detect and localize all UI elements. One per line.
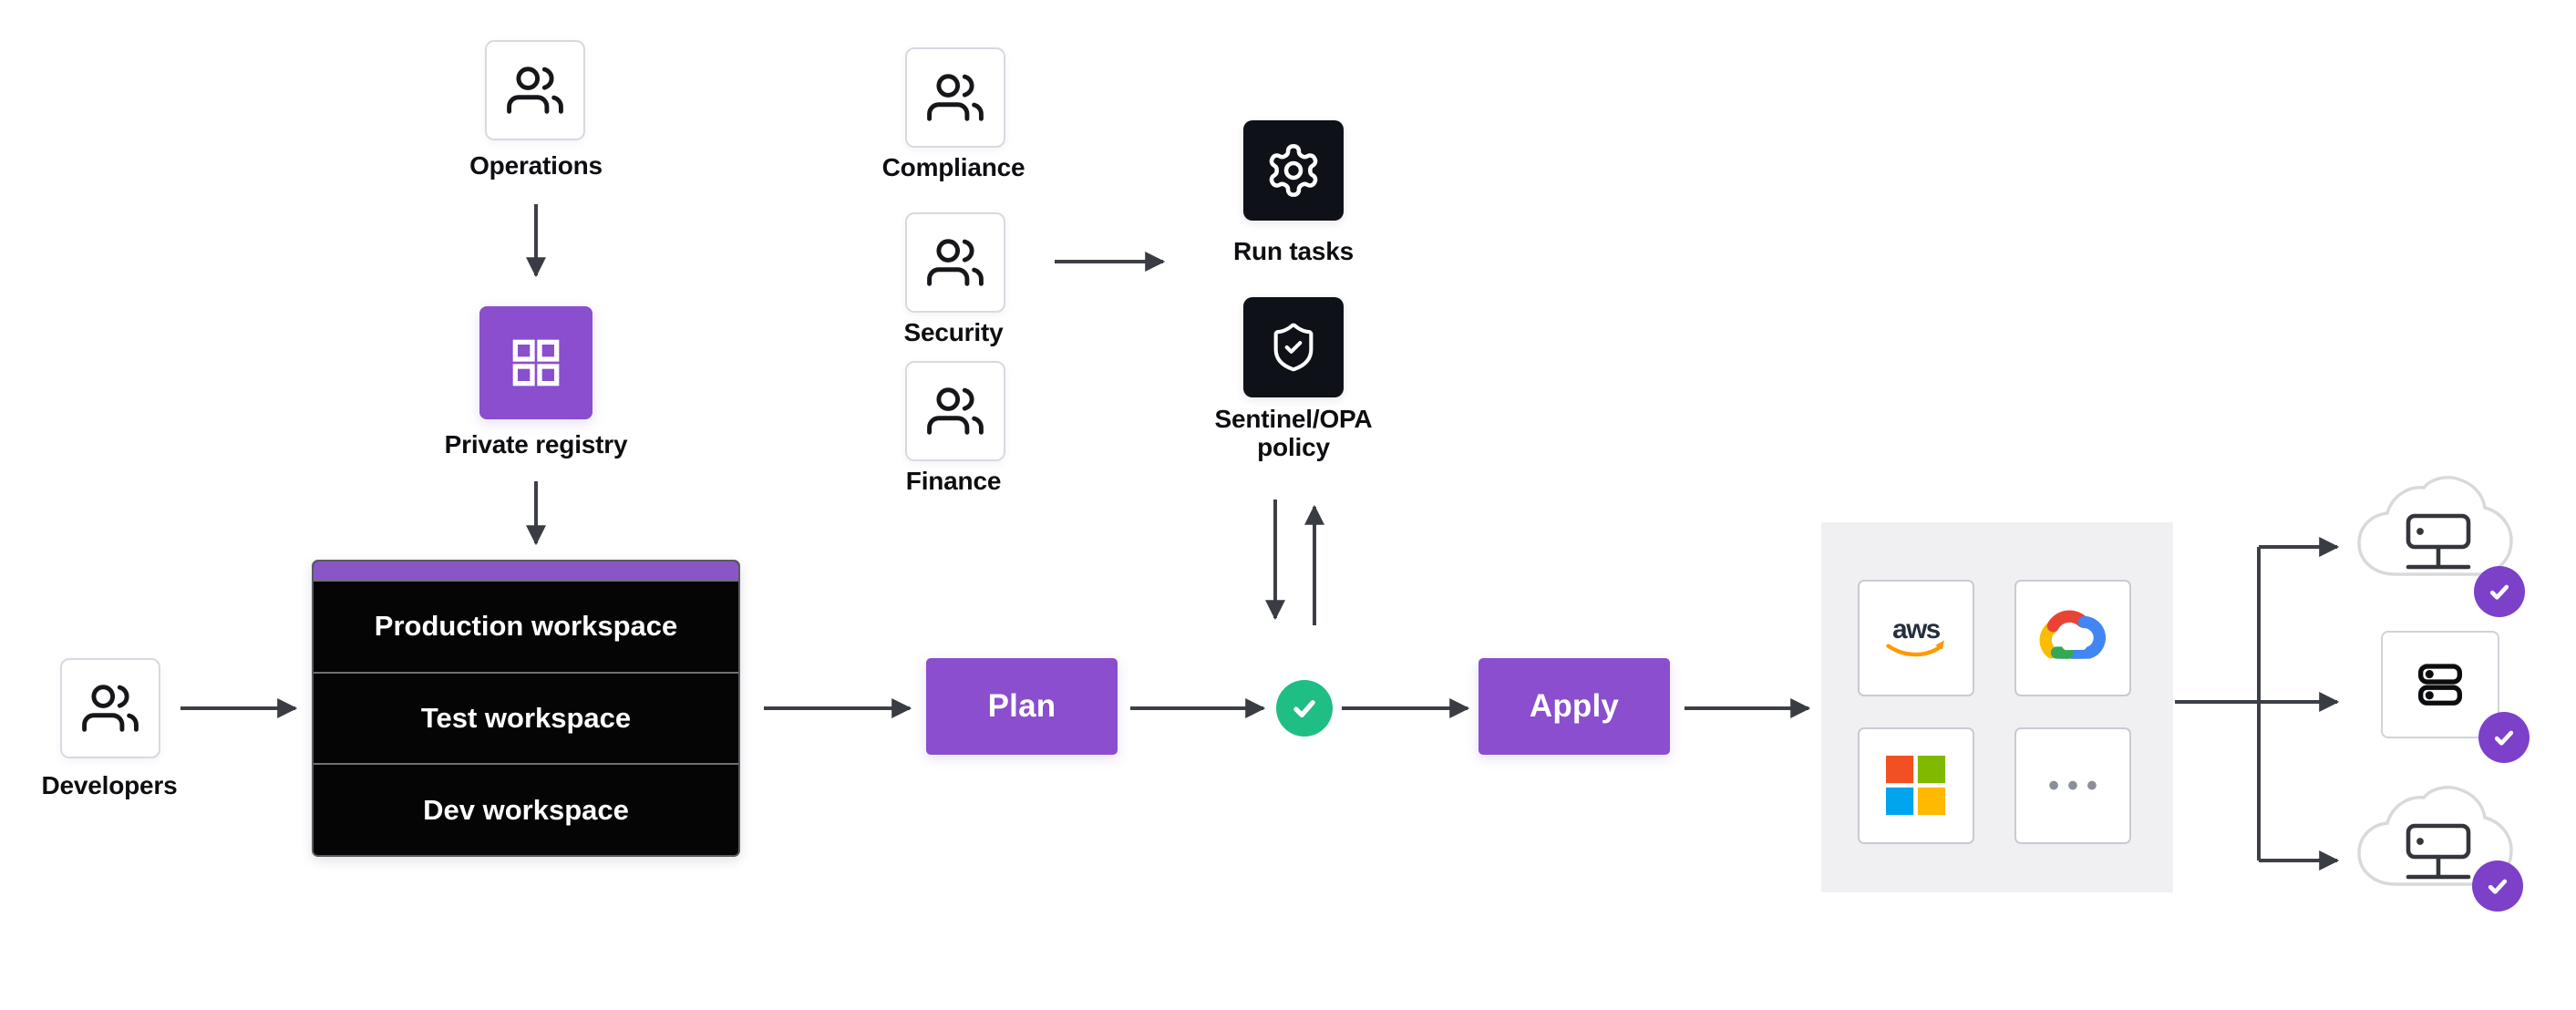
aws-logo-icon: aws — [1886, 614, 1945, 657]
google-cloud-logo-icon — [2039, 610, 2107, 659]
finance-label: Finance — [905, 467, 1002, 495]
target-cloud-1 — [2357, 476, 2513, 576]
target-cloud-3 — [2357, 786, 2513, 886]
check-badge-icon — [2489, 584, 2509, 600]
provider-microsoft — [1858, 727, 1974, 844]
grid-icon — [512, 339, 560, 386]
more-providers-icon: ••• — [2048, 768, 2106, 803]
providers-panel: aws ••• — [1821, 522, 2173, 892]
users-icon — [507, 67, 563, 114]
sentinel-policy-label-line1: Sentinel/OPA — [1214, 405, 1373, 433]
shield-check-icon — [1273, 323, 1314, 372]
workspace-row-production: Production workspace — [314, 580, 738, 672]
target-2-status — [2478, 712, 2530, 763]
compliance-label: Compliance — [881, 153, 1025, 181]
users-icon — [927, 74, 984, 121]
developers-node — [60, 658, 160, 758]
workspace-row-dev: Dev workspace — [314, 763, 738, 855]
apply-step: Apply — [1479, 658, 1670, 755]
provider-more: ••• — [2014, 727, 2131, 844]
workspace-row-test: Test workspace — [314, 671, 738, 764]
private-registry-node — [479, 306, 592, 419]
provider-google-cloud — [2014, 580, 2131, 696]
security-node — [905, 212, 1005, 313]
check-badge-icon — [2494, 730, 2514, 746]
plan-label: Plan — [987, 688, 1056, 724]
sentinel-policy-node — [1243, 297, 1344, 397]
microsoft-logo-icon — [1886, 756, 1946, 816]
developers-label: Developers — [41, 771, 178, 799]
target-3-status — [2472, 861, 2523, 912]
check-circle-icon — [1293, 700, 1315, 717]
target-1-status — [2474, 566, 2525, 617]
plan-step: Plan — [926, 658, 1118, 755]
finance-node — [905, 361, 1005, 461]
provider-aws: aws — [1858, 580, 1974, 696]
run-tasks-node — [1243, 120, 1344, 221]
operations-label: Operations — [469, 151, 603, 180]
approval-check-node — [1276, 680, 1333, 737]
workspace-stack: Production workspace Test workspace Dev … — [312, 560, 740, 857]
users-icon — [927, 239, 984, 286]
check-badge-icon — [2488, 879, 2508, 894]
apply-label: Apply — [1529, 688, 1620, 724]
operations-node — [485, 40, 585, 140]
private-registry-label: Private registry — [444, 430, 628, 459]
aws-logo-text: aws — [1892, 614, 1941, 644]
sentinel-policy-label: Sentinel/OPA policy — [1215, 405, 1373, 461]
cloud-server-icon — [2406, 823, 2471, 880]
gear-icon — [1269, 144, 1318, 197]
target-server-2 — [2381, 631, 2499, 738]
cloud-server-icon — [2406, 513, 2471, 570]
security-label: Security — [903, 318, 1004, 346]
sentinel-policy-label-line2: policy — [1257, 433, 1330, 461]
users-icon — [927, 387, 984, 435]
workspace-stack-header — [314, 562, 738, 580]
run-tasks-label: Run tasks — [1232, 237, 1355, 265]
compliance-node — [905, 47, 1005, 148]
server-stack-icon — [2418, 664, 2462, 706]
users-icon — [82, 685, 139, 732]
